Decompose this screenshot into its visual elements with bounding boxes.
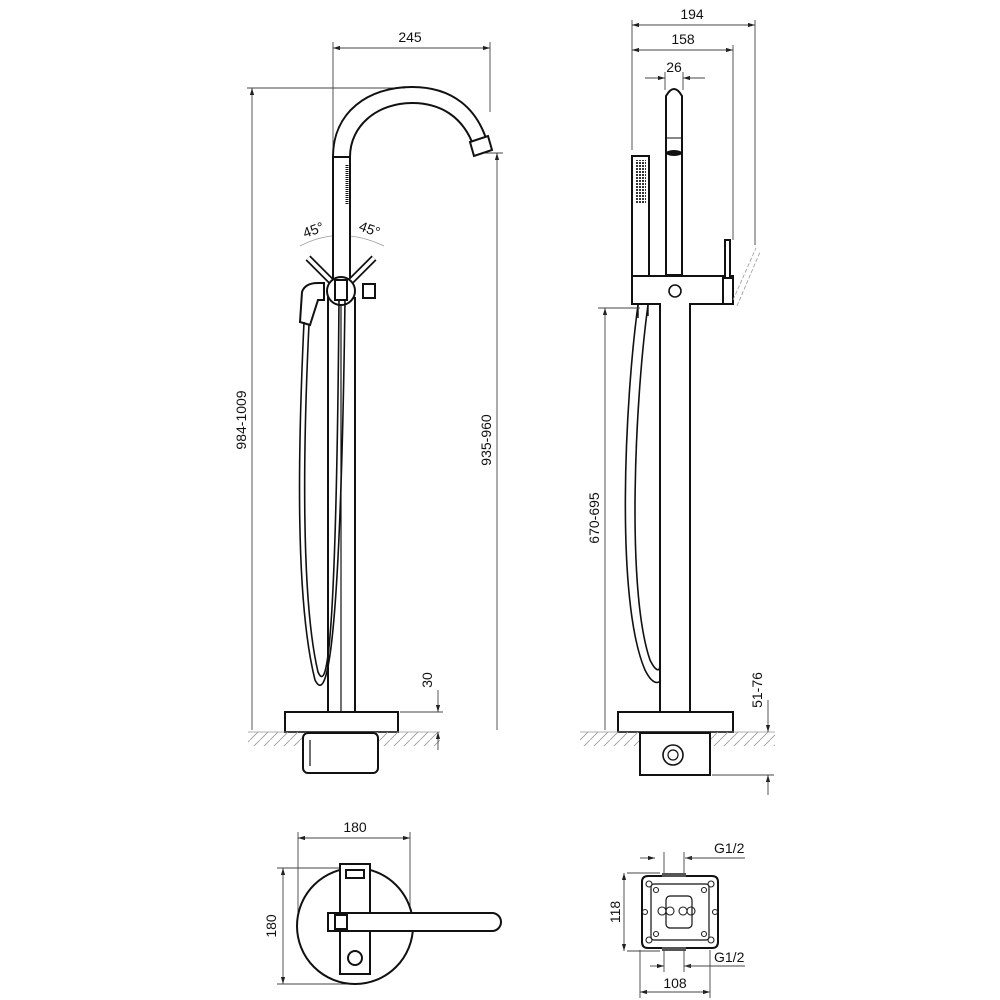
total-height-label: 984-1009	[233, 390, 249, 449]
overall-depth-label: 194	[680, 6, 704, 22]
width-label: 245	[398, 29, 422, 45]
base-thickness-label: 30	[419, 672, 435, 688]
spout-height-label: 935-960	[478, 414, 494, 466]
connection-box-view: G1/2 118 G1/2 108	[607, 840, 745, 998]
box-width-label: 108	[663, 975, 687, 991]
angle-right-label: 45°	[357, 218, 382, 240]
thread-top-label: G1/2	[714, 840, 745, 856]
floor-depth-label: 51-76	[749, 672, 765, 708]
box-height-label: 118	[607, 901, 623, 924]
hose-height-label: 670-695	[586, 492, 602, 544]
plan-view: 180 180	[263, 819, 502, 985]
angle-left-label: 45°	[301, 219, 326, 241]
thread-bottom-label: G1/2	[714, 949, 745, 965]
side-view: 194 158 26 670-695 51-76	[580, 6, 775, 795]
column-width-label: 26	[666, 59, 682, 75]
depth-label: 158	[671, 31, 695, 47]
front-view: 245 984-1009 935-960 45° 45° 30	[233, 29, 503, 774]
plan-width-label: 180	[343, 819, 367, 835]
plan-height-label: 180	[263, 914, 279, 938]
